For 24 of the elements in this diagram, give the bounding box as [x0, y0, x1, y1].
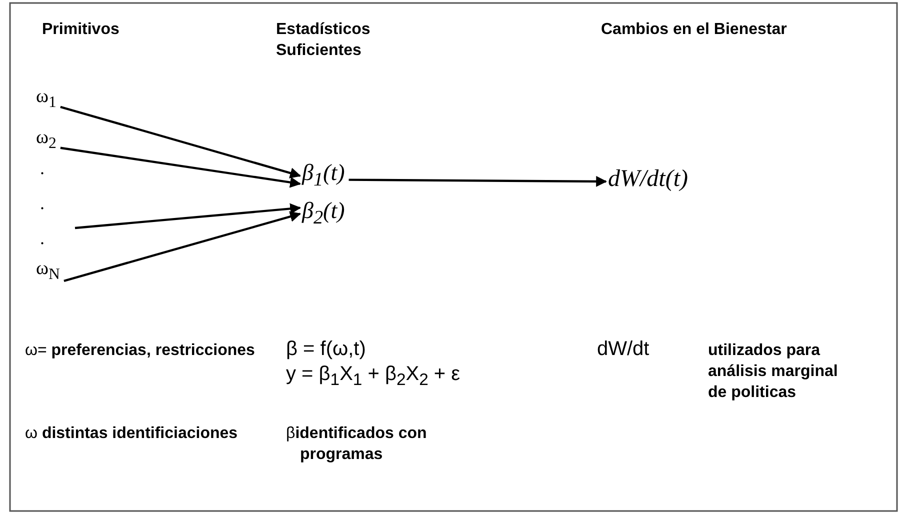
definition-note: utilizados para análisis marginal de politicas — [708, 341, 839, 403]
definition-note: ω= preferencias, restricciones — [25, 341, 256, 361]
arrow — [60, 146, 302, 188]
column-heading: Cambios en el Bienestar — [601, 20, 787, 40]
welfare-derivative-label: dW/dt(t) — [608, 166, 688, 193]
statistic-label: β$_{2}$(t) — [302, 198, 345, 230]
ellipsis-dot: . — [40, 192, 44, 215]
arrow — [60, 106, 302, 178]
formula: dW/dt — [597, 337, 650, 362]
column-heading: Primitivos — [42, 20, 120, 40]
arrow — [74, 203, 302, 230]
formula: β = f(ω,t) — [286, 337, 366, 362]
arrow — [64, 211, 302, 282]
arrow — [348, 176, 608, 187]
symbol-label: ω$_{2}$ — [36, 127, 56, 153]
ellipsis-dot: . — [40, 157, 44, 180]
symbol-label: ω$_{N}$ — [36, 258, 60, 284]
statistic-label: β$_{1}$(t) — [302, 160, 345, 192]
ellipsis-dot: . — [40, 227, 44, 250]
column-heading: Estadísticos Suficientes — [276, 20, 372, 61]
formula: y = β$_{1}$X$_{1}$ + β$_{2}$X$_{2}$ + ε — [286, 362, 460, 391]
definition-note: βidentificados con programas — [286, 424, 428, 465]
symbol-label: ω$_{1}$ — [36, 86, 56, 112]
definition-note: ω distintas identificiaciones — [25, 424, 239, 444]
